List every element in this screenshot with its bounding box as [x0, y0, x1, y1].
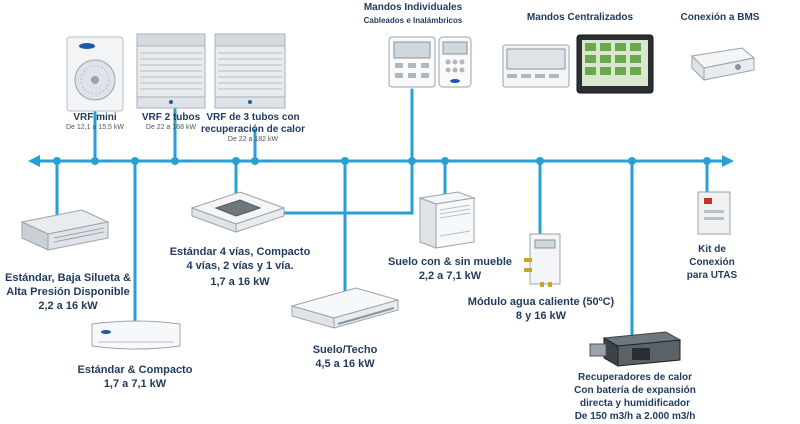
agua-caliente-power: 8 y 16 kW: [515, 310, 567, 322]
vrf-3-tubos-unit-icon: [214, 33, 286, 109]
baja-silueta-line1: Estándar, Baja Silueta &: [5, 272, 131, 284]
bms-gateway-icon: [690, 47, 756, 82]
wireless-remote-icon: [438, 36, 472, 88]
cassette-line1: Estándar 4 vías, Compacto: [169, 246, 311, 258]
recuperadores-line3: directa y humidificador: [579, 398, 691, 409]
heat-recovery-unit-icon: [589, 331, 682, 367]
suelo-mueble-line1: Suelo con & sin mueble: [387, 256, 513, 268]
bms-title: Conexión a BMS: [680, 12, 760, 23]
suelo-techo-line1: Suelo/Techo: [312, 344, 378, 356]
utas-line3: para UTAS: [686, 270, 738, 281]
recuperadores-range: De 150 m3/h a 2.000 m3/h: [574, 411, 696, 422]
vrf-3-title-line1: VRF de 3 tubos con: [206, 112, 300, 123]
vrf-2-range: De 22 a 168 kW: [145, 124, 197, 131]
bus-arrow-left: [28, 155, 40, 167]
vrf-2-title: VRF 2 tubos: [141, 112, 201, 123]
floor-ceiling-unit-icon: [290, 287, 400, 329]
suelo-mueble-power: 2,2 a 7,1 kW: [418, 270, 482, 282]
utas-line2: Conexión: [689, 257, 735, 268]
central-controller-icon: [502, 44, 570, 88]
estandar-compacto-line1: Estándar & Compacto: [77, 364, 193, 376]
bus-arrow-right: [722, 155, 734, 167]
cassette-power: 1,7 a 16 kW: [210, 276, 270, 288]
vrf-3-title-line2: recuperación de calor: [201, 124, 305, 135]
cassette-line2: 4 vías, 2 vías y 1 vía.: [186, 260, 294, 272]
agua-caliente-line1: Módulo agua caliente (50ºC): [467, 296, 615, 308]
mandos-centralizados-title: Mandos Centralizados: [526, 12, 634, 23]
floor-console-unit-icon: [418, 191, 476, 249]
vrf-mini-unit-icon: [66, 36, 124, 112]
hot-water-module-icon: [524, 233, 561, 287]
suelo-techo-power: 4,5 a 16 kW: [315, 358, 375, 370]
touch-panel-icon: [576, 34, 654, 94]
vrf-mini-range: De 12,1 a 15,5 kW: [66, 124, 124, 131]
vrf-2-tubos-unit-icon: [136, 33, 206, 109]
vrf-mini-title: VRF mini: [73, 112, 117, 123]
vrf-3-range: De 22 a 182 kW: [227, 136, 279, 143]
mandos-individuales-subtitle: Cableados e Inalámbricos: [363, 16, 463, 25]
uta-kit-box-icon: [697, 191, 731, 235]
recuperadores-line2: Con batería de expansión: [574, 385, 696, 396]
mandos-individuales-title: Mandos Individuales: [363, 2, 463, 13]
utas-line1: Kit de: [698, 244, 726, 255]
recuperadores-line1: Recuperadores de calor: [578, 372, 692, 383]
ducted-unit-icon: [20, 209, 110, 251]
wired-controller-icon: [388, 36, 436, 88]
wall-split-unit-icon: [91, 320, 181, 350]
baja-silueta-power: 2,2 a 16 kW: [38, 300, 98, 312]
cassette-unit-icon: [190, 191, 286, 233]
baja-silueta-line2: Alta Presión Disponible: [6, 286, 130, 298]
estandar-compacto-power: 1,7 a 7,1 kW: [103, 378, 167, 390]
